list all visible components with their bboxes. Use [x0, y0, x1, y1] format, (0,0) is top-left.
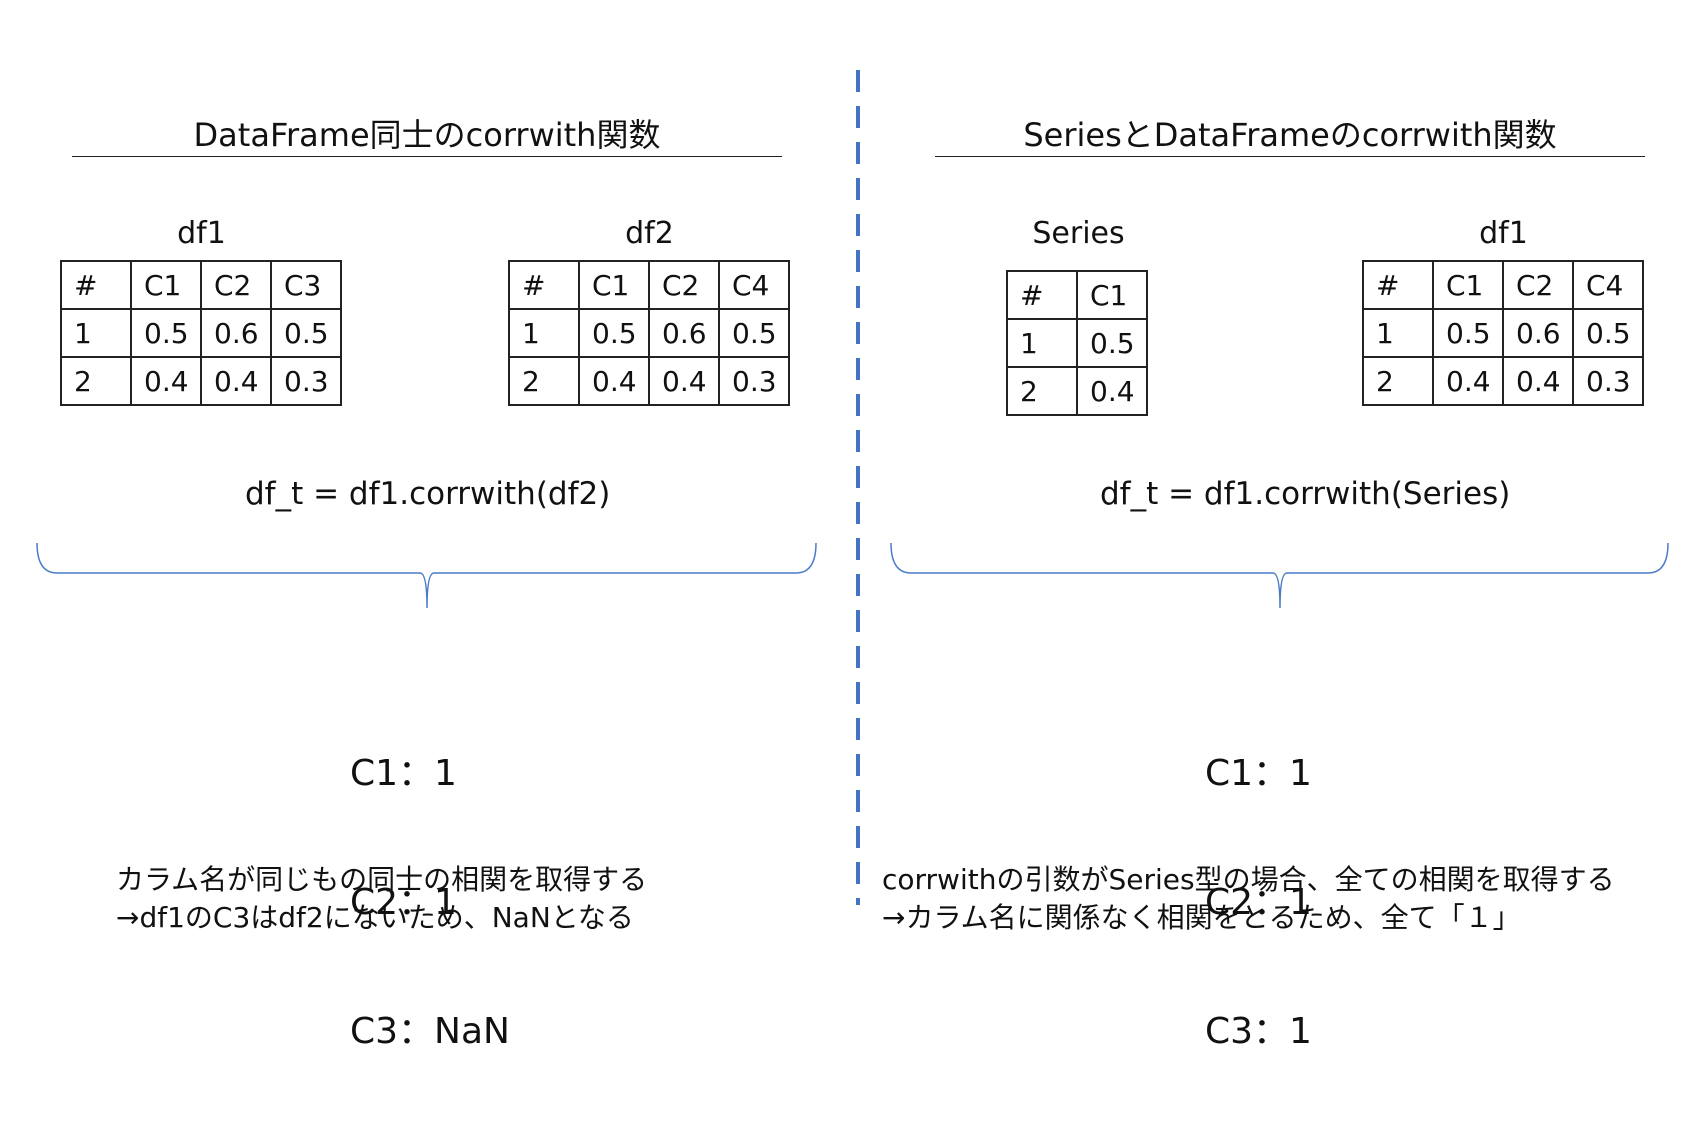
- header-cell: C4: [1572, 260, 1644, 310]
- note-line: →カラム名に関係なく相関をとるため、全て「１」: [882, 901, 1521, 934]
- header-cell: #: [1362, 260, 1434, 310]
- left-table2-name: df2: [625, 216, 674, 251]
- table-cell: 0.3: [1572, 356, 1644, 406]
- table-row: 2 0.4 0.4 0.3: [60, 356, 342, 406]
- table-cell: 2: [60, 356, 132, 406]
- table-row: 2 0.4: [1006, 366, 1148, 416]
- table-row: 1 0.5: [1006, 318, 1148, 368]
- table-cell: 0.5: [578, 308, 650, 358]
- table-cell: 0.6: [1502, 308, 1574, 358]
- table-cell: 0.5: [1076, 318, 1148, 368]
- table-cell: 0.5: [270, 308, 342, 358]
- result-line: C1：1: [1205, 753, 1312, 794]
- table-cell: 0.3: [718, 356, 790, 406]
- left-formula: df_t = df1.corrwith(df2): [245, 476, 611, 512]
- result-line: C1：1: [350, 753, 457, 794]
- table-cell: 0.5: [718, 308, 790, 358]
- header-cell: #: [60, 260, 132, 310]
- header-cell: C1: [1076, 270, 1148, 320]
- table-header-row: # C1: [1006, 270, 1148, 320]
- result-line: C3：NaN: [350, 1011, 510, 1052]
- table-cell: 0.4: [648, 356, 720, 406]
- right-table2-name: df1: [1479, 216, 1528, 251]
- left-curly-brace: [36, 542, 817, 609]
- header-cell: C1: [578, 260, 650, 310]
- table-header-row: # C1 C2 C4: [508, 260, 790, 310]
- left-table2: # C1 C2 C4 1 0.5 0.6 0.5 2 0.4 0.4 0.3: [508, 260, 790, 406]
- table-cell: 0.4: [1502, 356, 1574, 406]
- result-line: C2：1: [1205, 882, 1312, 923]
- left-heading: DataFrame同士のcorrwith関数: [193, 116, 661, 154]
- table-cell: 0.3: [270, 356, 342, 406]
- table-cell: 0.4: [1076, 366, 1148, 416]
- note-line: カラム名が同じもの同士の相関を取得する: [116, 863, 648, 896]
- left-table1-name: df1: [177, 216, 226, 251]
- result-line: C3：1: [1205, 1011, 1312, 1052]
- header-cell: C4: [718, 260, 790, 310]
- right-table2: # C1 C2 C4 1 0.5 0.6 0.5 2 0.4 0.4 0.3: [1362, 260, 1644, 406]
- table-cell: 1: [60, 308, 132, 358]
- table-cell: 1: [1006, 318, 1078, 368]
- right-formula: df_t = df1.corrwith(Series): [1100, 476, 1511, 512]
- table-cell: 2: [1006, 366, 1078, 416]
- table-cell: 0.6: [648, 308, 720, 358]
- table-cell: 0.4: [578, 356, 650, 406]
- right-curly-brace: [890, 542, 1669, 609]
- right-heading-underline: [935, 156, 1645, 157]
- table-row: 2 0.4 0.4 0.3: [508, 356, 790, 406]
- note-line: →df1のC3はdf2にないため、NaNとなる: [116, 901, 634, 934]
- table-cell: 0.4: [130, 356, 202, 406]
- note-line: corrwithの引数がSeries型の場合、全ての相関を取得する: [882, 863, 1615, 896]
- right-table1-name: Series: [1032, 216, 1125, 251]
- table-row: 2 0.4 0.4 0.3: [1362, 356, 1644, 406]
- result-line: C2：1: [350, 882, 457, 923]
- table-cell: 0.5: [1432, 308, 1504, 358]
- left-table1: # C1 C2 C3 1 0.5 0.6 0.5 2 0.4 0.4 0.3: [60, 260, 342, 406]
- right-table1: # C1 1 0.5 2 0.4: [1006, 270, 1148, 416]
- table-row: 1 0.5 0.6 0.5: [60, 308, 342, 358]
- header-cell: #: [1006, 270, 1078, 320]
- left-notes: カラム名が同じもの同士の相関を取得する →df1のC3はdf2にないため、NaN…: [116, 861, 647, 937]
- right-heading: SeriesとDataFrameのcorrwith関数: [1023, 116, 1557, 154]
- table-header-row: # C1 C2 C3: [60, 260, 342, 310]
- table-cell: 0.4: [1432, 356, 1504, 406]
- table-cell: 0.5: [130, 308, 202, 358]
- header-cell: C3: [270, 260, 342, 310]
- header-cell: C2: [648, 260, 720, 310]
- table-cell: 2: [1362, 356, 1434, 406]
- table-cell: 0.5: [1572, 308, 1644, 358]
- center-dashed-divider: [856, 70, 860, 905]
- table-header-row: # C1 C2 C4: [1362, 260, 1644, 310]
- table-cell: 1: [508, 308, 580, 358]
- table-cell: 2: [508, 356, 580, 406]
- header-cell: C1: [1432, 260, 1504, 310]
- table-cell: 1: [1362, 308, 1434, 358]
- table-cell: 0.6: [200, 308, 272, 358]
- table-row: 1 0.5 0.6 0.5: [508, 308, 790, 358]
- left-heading-underline: [72, 156, 782, 157]
- right-notes: corrwithの引数がSeries型の場合、全ての相関を取得する →カラム名に…: [882, 861, 1615, 937]
- table-cell: 0.4: [200, 356, 272, 406]
- header-cell: #: [508, 260, 580, 310]
- header-cell: C1: [130, 260, 202, 310]
- header-cell: C2: [1502, 260, 1574, 310]
- header-cell: C2: [200, 260, 272, 310]
- table-row: 1 0.5 0.6 0.5: [1362, 308, 1644, 358]
